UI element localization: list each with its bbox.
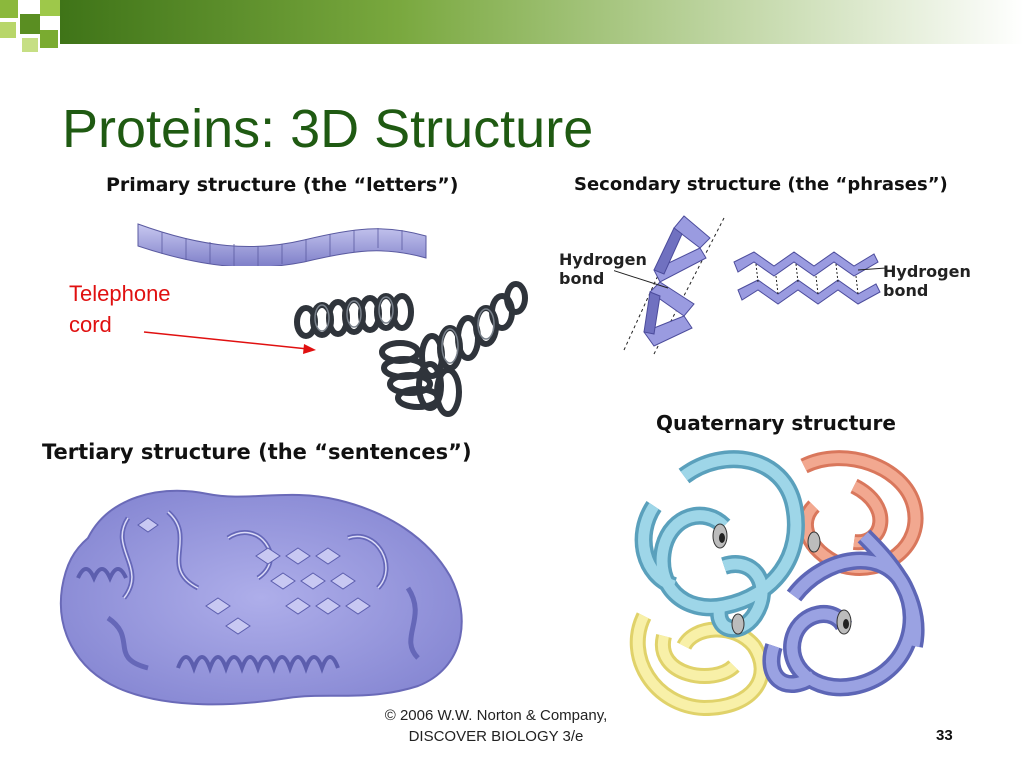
tertiary-structure-illustration [60, 489, 463, 706]
credit-line2: DISCOVER BIOLOGY 3/e [408, 728, 584, 745]
copyright-credit: © 2006 W.W. Norton & Company, DISCOVER B… [360, 705, 632, 747]
hbond-left-line2: bond [559, 269, 605, 288]
header-decoration [0, 0, 1024, 52]
beta-sheet-illustration [733, 251, 887, 305]
slide-number: 33 [936, 727, 953, 744]
hbond-left-line1: Hydrogen [559, 250, 647, 269]
hbond-right-line2: bond [883, 281, 929, 300]
telephone-label-line2: cord [69, 312, 112, 337]
hydrogen-bond-label-left: Hydrogen bond [559, 250, 647, 288]
secondary-structure-heading: Secondary structure (the “phrases”) [574, 174, 948, 195]
telephone-cord-photo [294, 281, 528, 417]
primary-structure-illustration [137, 223, 427, 266]
credit-line1: © 2006 W.W. Norton & Company, [384, 707, 608, 724]
hydrogen-bond-label-right: Hydrogen bond [883, 262, 971, 300]
alpha-helix-illustration [614, 213, 725, 355]
telephone-cord-label: Telephone cord [69, 278, 171, 340]
quaternary-structure-heading: Quaternary structure [656, 411, 896, 435]
slide-title: Proteins: 3D Structure [62, 99, 594, 159]
telephone-label-line1: Telephone [69, 281, 171, 306]
hbond-right-line1: Hydrogen [883, 262, 971, 281]
primary-structure-heading: Primary structure (the “letters”) [106, 174, 459, 196]
arrow-icon [143, 331, 316, 354]
tertiary-structure-heading: Tertiary structure (the “sentences”) [42, 440, 472, 464]
quaternary-structure-illustration [629, 450, 925, 716]
